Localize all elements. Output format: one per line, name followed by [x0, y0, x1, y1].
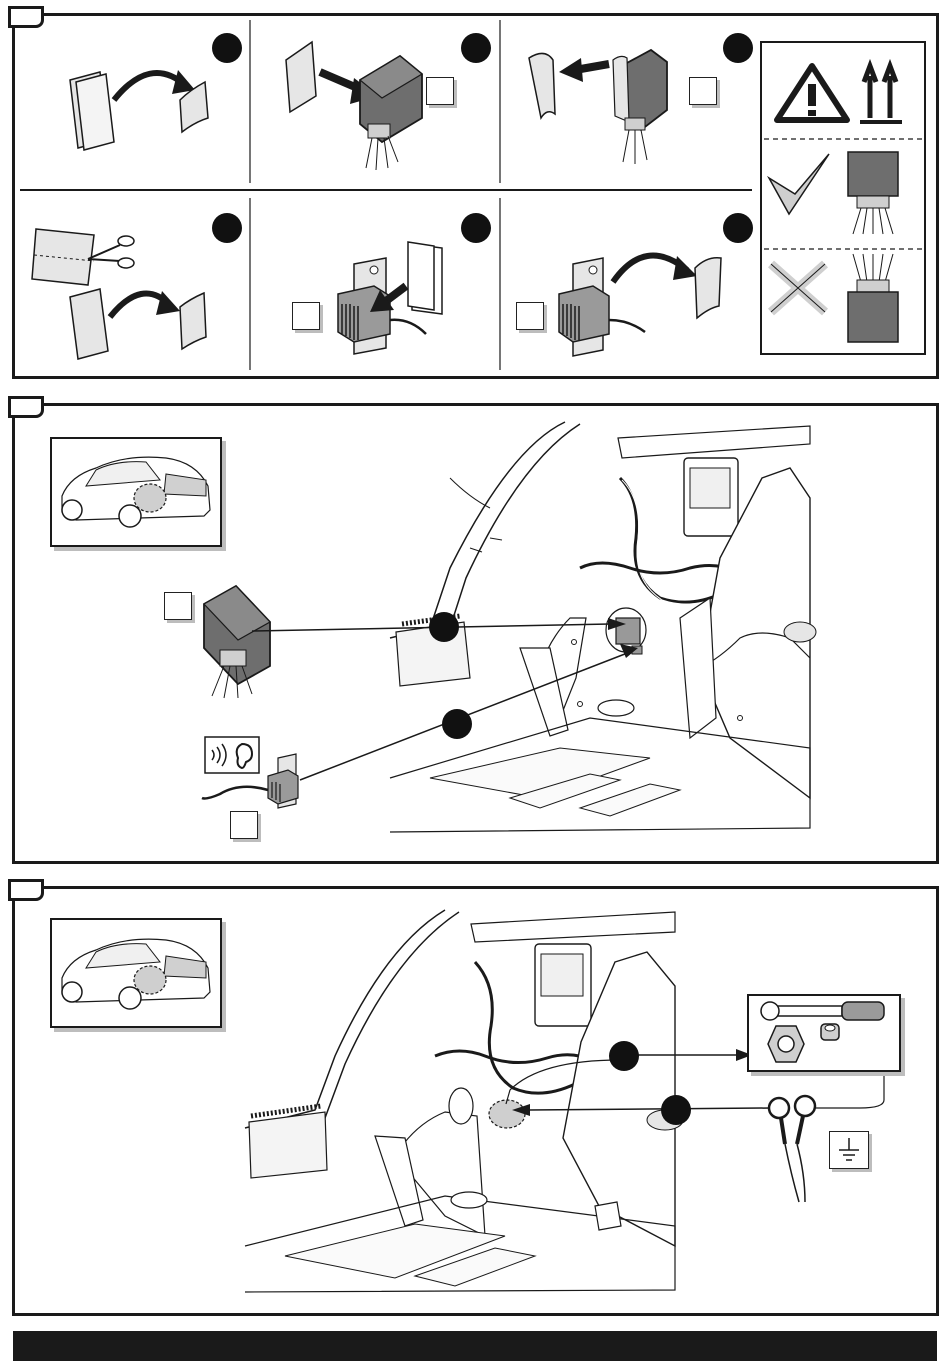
ground-symbol-icon: [835, 1136, 863, 1164]
ground-point-2-badge: [661, 1095, 691, 1125]
nut-icon: [766, 1024, 806, 1064]
ground-point-1-badge: [609, 1041, 639, 1071]
ground-cable-rings-illustration: [765, 1094, 835, 1204]
footer-bar: [13, 1331, 937, 1361]
socket-icon: [818, 1020, 842, 1044]
